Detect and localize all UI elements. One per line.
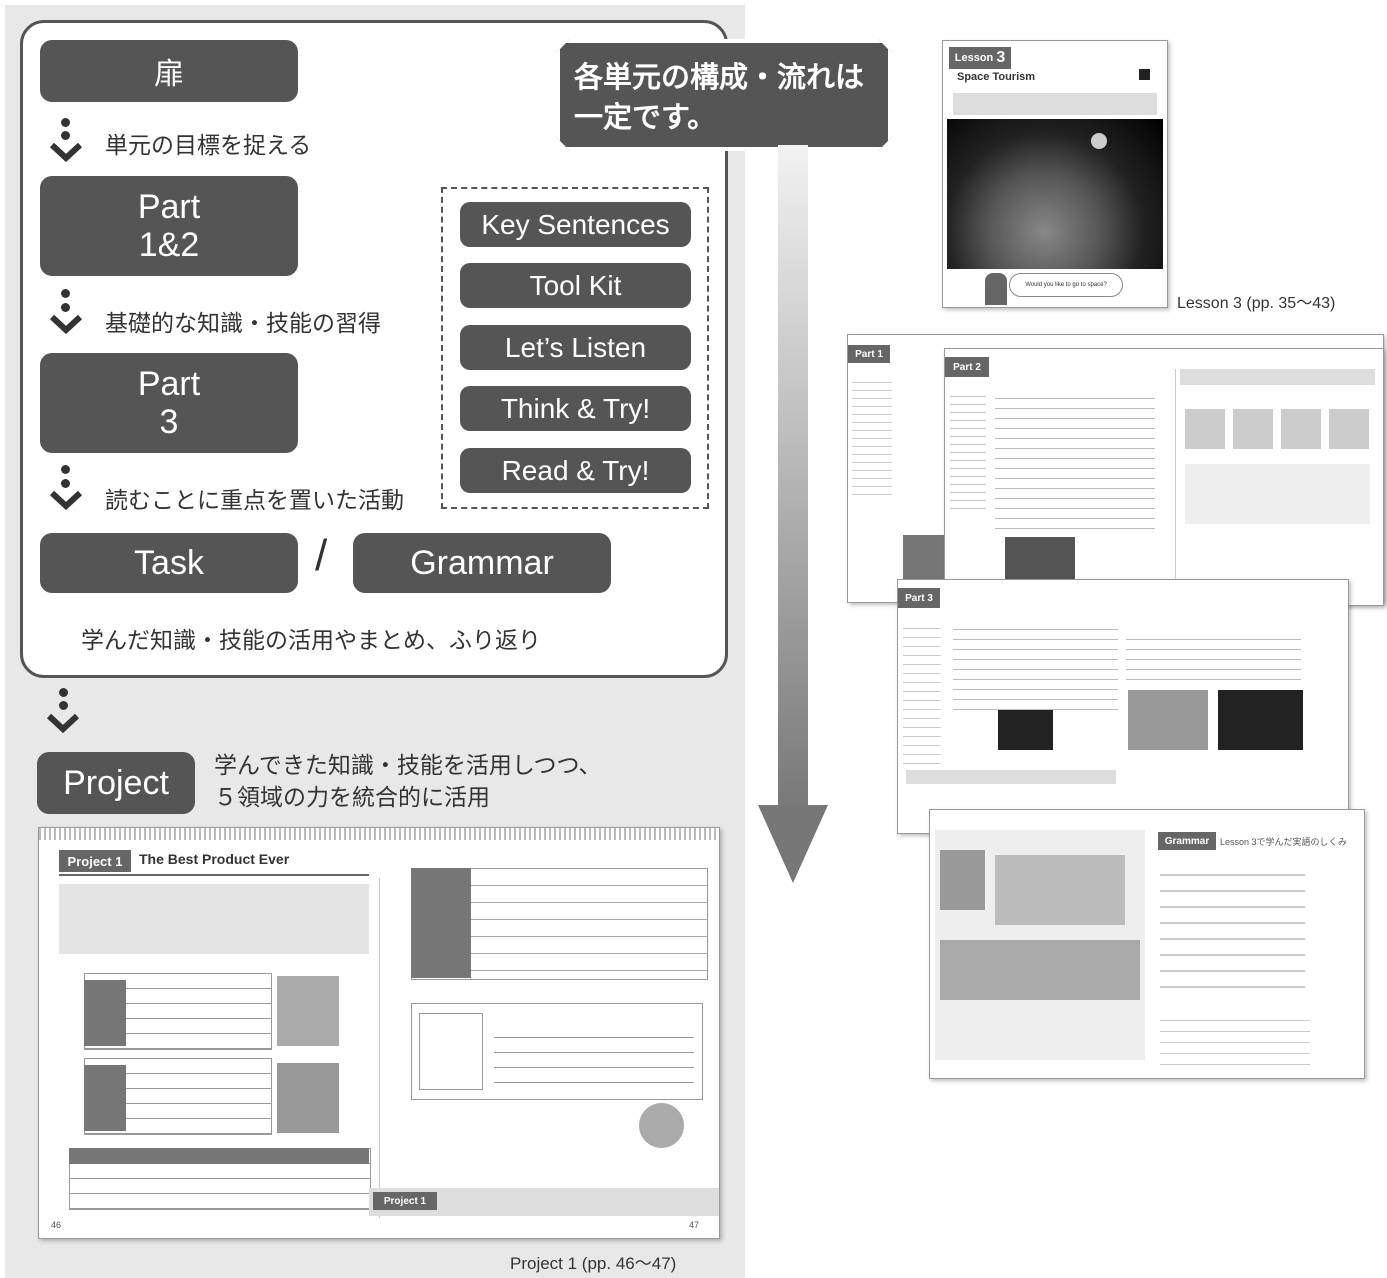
grammar-tag: Grammar [1158, 832, 1216, 850]
part2-tag: Part 2 [945, 357, 989, 377]
lesson-title: Space Tourism [957, 71, 1036, 83]
product-photo [277, 1063, 339, 1133]
lets-use-section [1160, 1010, 1310, 1065]
title-rule [59, 874, 369, 876]
tobira-caption: 単元の目標を捉える [105, 133, 312, 159]
project-tag: Project 1 [59, 850, 131, 872]
memo-table-header [84, 980, 126, 1046]
illustration-box [419, 1013, 483, 1090]
student-illustration [985, 273, 1007, 305]
page-number-right: 47 [689, 1220, 700, 1230]
project-spread-thumbnail: Project 1 The Best Product Ever Project … [38, 827, 720, 1239]
lesson-number: 3 [996, 49, 1006, 66]
problem-table-header [69, 1148, 369, 1164]
skills-box [441, 187, 709, 509]
word-list [903, 620, 941, 770]
grammar-examples [1160, 860, 1305, 1000]
reflection-tag: Project 1 [373, 1192, 437, 1210]
part3-caption: 読むことに重点を置いた活動 [105, 488, 404, 514]
skill-read-try: Read & Try! [460, 448, 691, 493]
word-list [950, 389, 986, 509]
reading-text [1126, 630, 1301, 685]
part1-tag: Part 1 [848, 345, 890, 363]
chevron-down-icon [49, 490, 83, 511]
speech-card [995, 855, 1125, 925]
task-block: Task [40, 533, 298, 593]
lesson-tag-text: Lesson [954, 52, 994, 64]
project-title: The Best Product Ever [139, 851, 290, 867]
lesson-tag: Lesson 3 [949, 47, 1011, 69]
debris-photo [998, 710, 1053, 750]
spread-top-stripe [39, 828, 719, 840]
flow-dot [61, 303, 70, 312]
grammar-title: Lesson 3で学んだ実語のしくみ [1220, 837, 1347, 847]
flow-dot [59, 701, 68, 710]
earth-photo [1218, 690, 1303, 750]
project-spread-label: Project 1 (pp. 46〜47) [510, 1254, 677, 1273]
writing-lines [494, 1023, 694, 1083]
earth-photo [947, 119, 1163, 269]
part12-block: Part 1&2 [40, 176, 298, 276]
goal-box [59, 884, 369, 954]
grammar-block: Grammar [353, 533, 611, 593]
character-illustration [940, 850, 985, 910]
skill-key-sentences: Key Sentences [460, 202, 691, 247]
lesson-grammar-spread: Grammar Lesson 3で学んだ実語のしくみ [929, 809, 1365, 1079]
chevron-down-icon [49, 142, 83, 163]
flow-dot [61, 465, 70, 474]
flow-dot [61, 289, 70, 298]
qr-code-icon [1139, 69, 1150, 80]
skill-think-try: Think & Try! [460, 386, 691, 431]
spread-gutter [379, 878, 380, 1218]
project-block: Project [37, 752, 195, 814]
callout-box [556, 39, 892, 151]
listen-section [1185, 464, 1370, 524]
key-sentence-bar [906, 770, 1116, 784]
flow-dot [61, 131, 70, 140]
skill-tool-kit: Tool Kit [460, 263, 691, 308]
flow-dot [61, 479, 70, 488]
spread-gutter [1175, 369, 1176, 599]
speech-bubble: Would you like to go to space? [1009, 273, 1123, 297]
chevron-down-icon [46, 713, 80, 734]
key-sentence-bar [1180, 369, 1375, 385]
example-table-header [411, 868, 471, 978]
flow-dot [61, 118, 70, 127]
scene-illustration [940, 940, 1140, 1000]
project-caption: 学んできた知識・技能を活用しつつ、 ５領域の力を統合的に活用 [214, 753, 602, 811]
part3-block: Part 3 [40, 353, 298, 453]
summary-caption: 学んだ知識・技能の活用やまとめ、ふり返り [81, 628, 541, 654]
reading-text [953, 620, 1118, 715]
moon-image [1091, 133, 1107, 149]
reading-text [995, 389, 1155, 529]
tool-kit-row [1185, 409, 1370, 449]
lesson-label: Lesson 3 (pp. 35〜43) [1177, 295, 1336, 312]
callout-text: 各単元の構成・流れは 一定です。 [574, 60, 865, 134]
word-list [852, 375, 892, 495]
chevron-down-icon [49, 314, 83, 335]
iss-photo [1005, 537, 1075, 587]
part3-tag: Part 3 [898, 588, 940, 608]
skill-lets-listen: Let’s Listen [460, 325, 691, 370]
slash-separator: / [315, 531, 328, 580]
mascot-illustration [639, 1103, 684, 1148]
lesson-part2-spread: Part 2 [944, 348, 1384, 606]
lesson-opener-thumbnail: Lesson 3 Space Tourism Would you like to… [942, 40, 1168, 308]
drawing-area [411, 1003, 703, 1100]
tobira-block: 扉 [40, 40, 298, 102]
satellite-photo [1128, 690, 1208, 750]
memo-table-header [84, 1065, 126, 1131]
part12-caption: 基礎的な知識・技能の習得 [105, 311, 381, 337]
flow-dot [59, 688, 68, 697]
big-down-arrow-icon [758, 145, 828, 883]
product-photo [277, 976, 339, 1046]
lesson-part3-spread: Part 3 [897, 579, 1349, 834]
page-number-left: 46 [51, 1220, 62, 1230]
lesson-photo [903, 535, 951, 585]
goal-strip [953, 93, 1157, 115]
